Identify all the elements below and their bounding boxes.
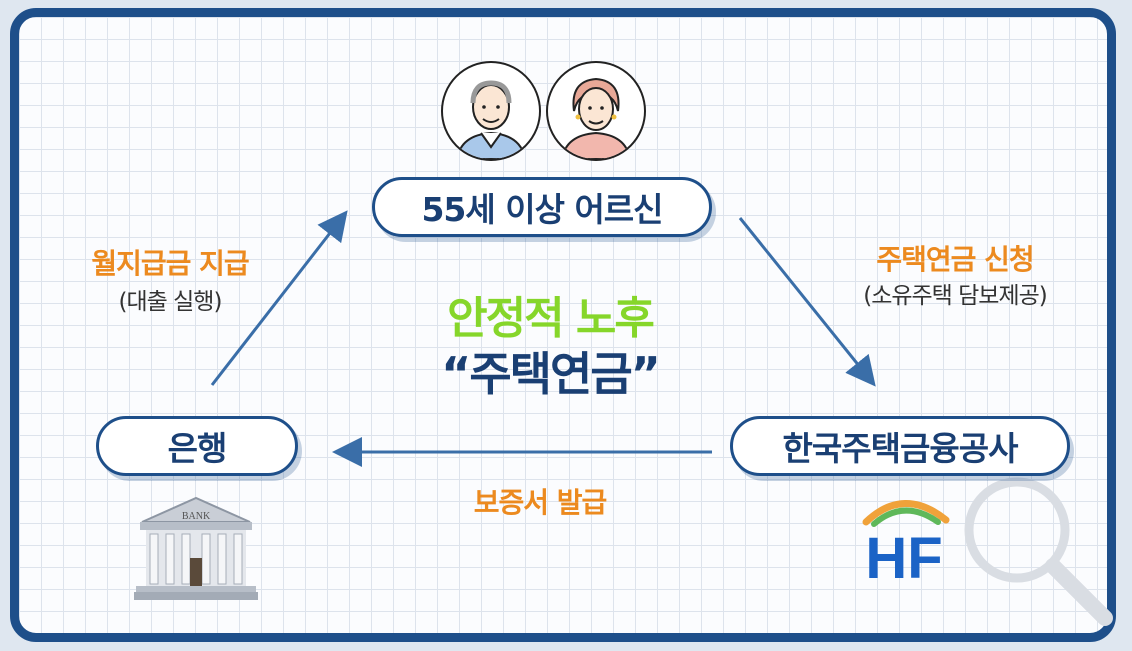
arrow-payment <box>210 210 348 386</box>
arrow-apply <box>738 217 876 387</box>
node-bank: 은행 <box>96 416 298 476</box>
magnifier-icon <box>964 477 1113 626</box>
elderly-man-icon <box>441 61 541 161</box>
hf-logo-icon: HF <box>862 500 950 584</box>
bank-sign: BANK <box>182 511 211 522</box>
node-elder: 55세 이상 어르신 <box>372 177 712 237</box>
hf-logo-text: HF <box>865 526 942 584</box>
center-product: “주택연금” <box>441 347 661 401</box>
center-headline: 안정적 노후 <box>447 293 655 344</box>
bank-building-icon: BANK <box>134 496 258 600</box>
label-guarantee-title: 보증서 발급 <box>473 486 608 519</box>
label-payment-sub: (대출 실행) <box>118 289 223 315</box>
label-apply-sub: (소유주택 담보제공) <box>863 283 1048 309</box>
label-payment-title: 월지급금 지급 <box>91 247 249 280</box>
node-hf-corp: 한국주택금융공사 <box>730 416 1070 476</box>
elderly-woman-icon <box>546 61 646 161</box>
label-apply-title: 주택연금 신청 <box>876 243 1034 276</box>
